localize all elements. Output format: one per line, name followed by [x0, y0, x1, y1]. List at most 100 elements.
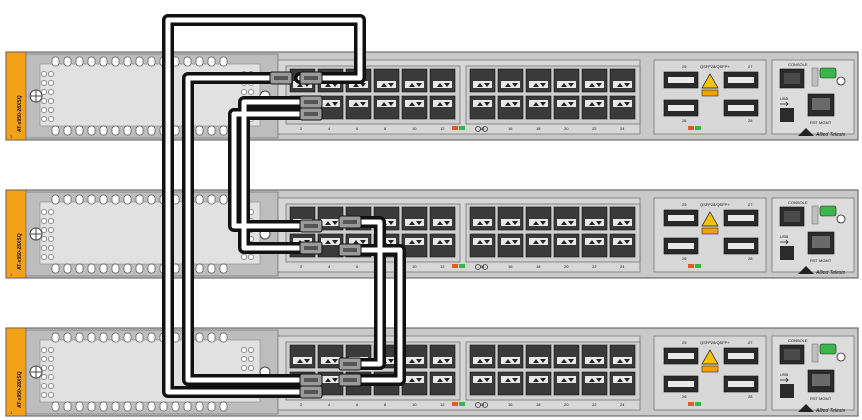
- sfp-port[interactable]: [470, 207, 495, 230]
- vent-slot: [88, 402, 95, 411]
- laser-warning-label: [702, 228, 718, 234]
- sfp-port[interactable]: [470, 96, 495, 119]
- sfp-port[interactable]: [554, 69, 579, 92]
- status-led: [820, 68, 836, 78]
- qsfp-port-number: 26: [682, 256, 687, 261]
- sfp-port[interactable]: [610, 234, 635, 257]
- vent-slot: [208, 195, 215, 204]
- vent-dot: [41, 254, 46, 259]
- qsfp-port-number: 27: [748, 202, 753, 207]
- led-cluster: [812, 206, 818, 224]
- sfp-port[interactable]: [430, 207, 455, 230]
- sfp-port[interactable]: [582, 234, 607, 257]
- sfp-port[interactable]: [554, 234, 579, 257]
- vent-slot: [100, 264, 107, 273]
- status-led: [820, 344, 836, 354]
- vent-dot: [48, 245, 53, 250]
- cable-connector-latch: [304, 390, 318, 394]
- vent-slot: [112, 195, 119, 204]
- mgmt-port-inner: [812, 236, 830, 248]
- sfp-port[interactable]: [470, 69, 495, 92]
- qsfp-latch: [728, 77, 754, 83]
- sfp-port[interactable]: [290, 345, 315, 368]
- vent-slot: [100, 402, 107, 411]
- sfp-port[interactable]: [498, 96, 523, 119]
- sfp-port[interactable]: [430, 234, 455, 257]
- mode-button[interactable]: [837, 77, 845, 85]
- sfp-port[interactable]: [582, 372, 607, 395]
- sfp-port[interactable]: [610, 207, 635, 230]
- vent-slot: [88, 264, 95, 273]
- mode-button[interactable]: [837, 353, 845, 361]
- sfp-port[interactable]: [554, 372, 579, 395]
- vent-slot: [220, 333, 227, 342]
- vent-slot: [124, 57, 131, 66]
- sfp-port[interactable]: [526, 96, 551, 119]
- status-led: [695, 264, 701, 268]
- sfp-port[interactable]: [526, 234, 551, 257]
- sfp-port[interactable]: [554, 207, 579, 230]
- sfp-port[interactable]: [498, 372, 523, 395]
- brand-name: Allied Telesis: [815, 132, 845, 138]
- usb-port[interactable]: [780, 246, 794, 260]
- usb-port[interactable]: [780, 108, 794, 122]
- sfp-port[interactable]: [526, 69, 551, 92]
- vent-dot: [48, 116, 53, 121]
- cable-connector-latch: [343, 362, 357, 366]
- vent-slot: [208, 402, 215, 411]
- usb-port[interactable]: [780, 384, 794, 398]
- sfp-port[interactable]: [402, 69, 427, 92]
- sfp-port[interactable]: [526, 372, 551, 395]
- vent-slot: [148, 264, 155, 273]
- sfp-port[interactable]: [402, 96, 427, 119]
- status-led: [695, 126, 701, 130]
- sfp-port[interactable]: [526, 207, 551, 230]
- cable-connector-latch: [304, 378, 318, 382]
- sfp-port[interactable]: [470, 234, 495, 257]
- vent-dot: [41, 356, 46, 361]
- sfp-port[interactable]: [346, 96, 371, 119]
- sfp-port[interactable]: [582, 69, 607, 92]
- sfp-port[interactable]: [498, 345, 523, 368]
- sfp-port[interactable]: [610, 372, 635, 395]
- sfp-port[interactable]: [374, 96, 399, 119]
- mode-button[interactable]: [837, 215, 845, 223]
- sfp-port[interactable]: [554, 345, 579, 368]
- sfp-port[interactable]: [582, 207, 607, 230]
- vent-slot: [220, 402, 227, 411]
- qsfp-header: QSFP28/QSFP+: [700, 64, 730, 69]
- sfp-port[interactable]: [582, 345, 607, 368]
- sfp-port[interactable]: [582, 96, 607, 119]
- sfp-port[interactable]: [470, 345, 495, 368]
- sfp-port[interactable]: [610, 96, 635, 119]
- sfp-port[interactable]: [430, 69, 455, 92]
- vent-slot: [76, 264, 83, 273]
- sfp-port[interactable]: [430, 372, 455, 395]
- reset-label: RST MGMT: [810, 120, 832, 125]
- vent-slot: [64, 195, 71, 204]
- vent-slot: [184, 402, 191, 411]
- qsfp-port-number: 27: [748, 340, 753, 345]
- port-number: 24: [620, 126, 625, 131]
- sfp-port[interactable]: [498, 69, 523, 92]
- vent-slot: [148, 126, 155, 135]
- sfp-port[interactable]: [402, 207, 427, 230]
- sfp-port[interactable]: [430, 96, 455, 119]
- vent-dot: [41, 392, 46, 397]
- sfp-port[interactable]: [374, 69, 399, 92]
- vent-dot: [41, 98, 46, 103]
- vent-dot: [48, 98, 53, 103]
- sfp-port[interactable]: [498, 234, 523, 257]
- vent-slot: [112, 333, 119, 342]
- vent-dot: [248, 254, 253, 259]
- sfp-port[interactable]: [470, 372, 495, 395]
- vent-slot: [148, 195, 155, 204]
- sfp-port[interactable]: [554, 96, 579, 119]
- sfp-port[interactable]: [498, 207, 523, 230]
- sfp-port[interactable]: [610, 345, 635, 368]
- sfp-port[interactable]: [430, 345, 455, 368]
- vent-dot: [41, 245, 46, 250]
- sfp-port[interactable]: [526, 345, 551, 368]
- console-label: CONSOLE: [788, 62, 808, 67]
- sfp-port[interactable]: [610, 69, 635, 92]
